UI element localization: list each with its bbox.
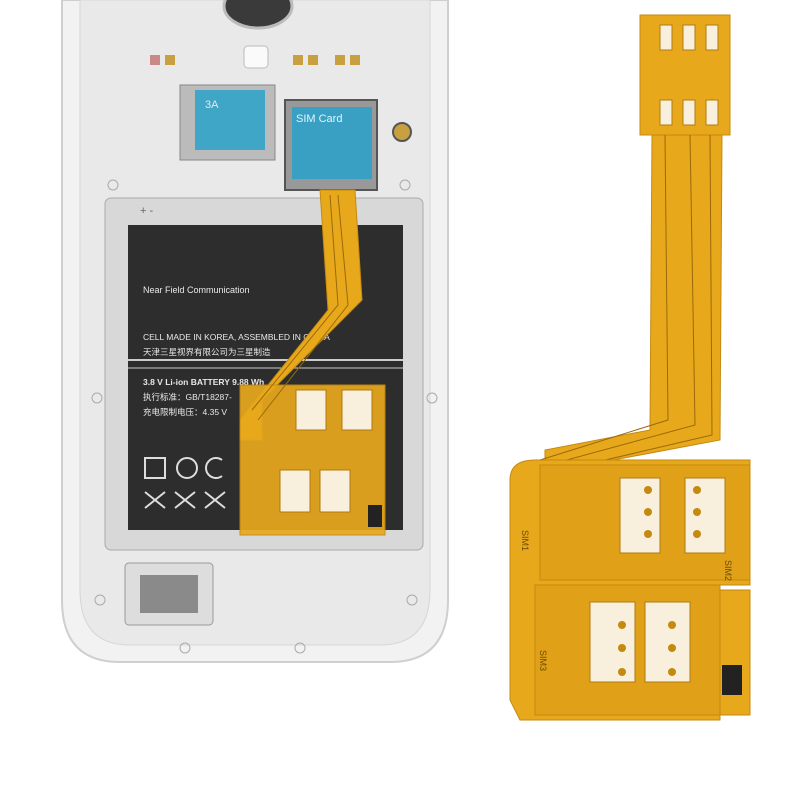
sim-card-label: SIM Card — [296, 113, 342, 125]
sim3-label: SIM3 — [538, 650, 548, 671]
battery-voltage-text: 充电限制电压：4.35 V — [143, 407, 227, 417]
polarity-label: + - — [140, 205, 153, 217]
battery-nfc-text: Near Field Communication — [143, 285, 250, 295]
sim-adapter-installed — [239, 189, 386, 536]
sim1-label: SIM1 — [520, 530, 530, 551]
microsd-label: 3A — [205, 99, 219, 111]
sim-adapter-flex: SIM1 SIM2 SIM3 — [509, 14, 751, 721]
phone-back: 3A SIM Card + - Near Field Communication… — [61, 0, 449, 663]
sim2-label: SIM2 — [723, 560, 733, 581]
battery-spec-text: 3.8 V Li-ion BATTERY 9.88 Wh — [143, 377, 264, 387]
flash-led — [243, 45, 269, 69]
camera-lens — [222, 0, 294, 30]
battery-standard-text: 执行标准：GB/T18287- — [143, 392, 232, 402]
battery-maker-text: 天津三星视界有限公司为三星制造 — [143, 347, 271, 357]
battery-origin-text: CELL MADE IN KOREA, ASSEMBLED IN CHINA — [143, 332, 330, 342]
certification-icons — [144, 457, 226, 509]
